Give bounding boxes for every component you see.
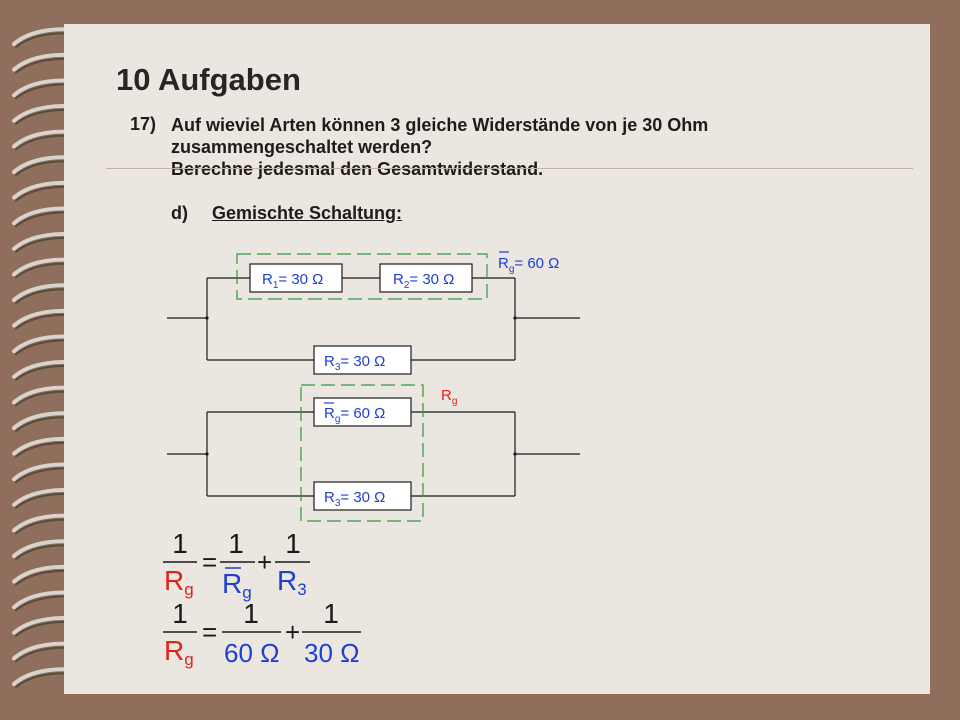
svg-text:1: 1 xyxy=(172,528,188,559)
svg-text:60 Ω: 60 Ω xyxy=(224,638,280,668)
dashed-group-r1-r2 xyxy=(236,253,488,300)
svg-text:Rg: Rg xyxy=(222,568,252,602)
svg-text:30 Ω: 30 Ω xyxy=(304,638,360,668)
svg-text:R3: R3 xyxy=(277,565,307,599)
dashed-group-parallel xyxy=(300,384,424,522)
svg-text:Rg= 60 Ω: Rg= 60 Ω xyxy=(324,405,385,425)
svg-text:1: 1 xyxy=(285,528,301,559)
svg-text:1: 1 xyxy=(172,598,188,629)
svg-text:Rg: Rg xyxy=(441,387,457,407)
part-label: d) xyxy=(171,203,188,223)
svg-text:1: 1 xyxy=(243,598,259,629)
page-title: 10 Aufgaben xyxy=(116,62,301,97)
question-text: Auf wieviel Arten können 3 gleiche Wider… xyxy=(171,114,871,180)
svg-text:R1= 30 Ω: R1= 30 Ω xyxy=(262,271,323,291)
question-number: 17) xyxy=(130,114,157,134)
svg-text:1: 1 xyxy=(323,598,339,629)
svg-text:R2= 30 Ω: R2= 30 Ω xyxy=(393,271,454,291)
svg-text:R3= 30 Ω: R3= 30 Ω xyxy=(324,489,385,509)
notebook-page xyxy=(64,24,930,694)
resistor-r3-bottom: R3= 30 Ω xyxy=(313,481,412,511)
equation-1: 1 Rg = 1 Rg + 1 R3 xyxy=(163,528,310,602)
svg-text:Rg= 60 Ω: Rg= 60 Ω xyxy=(498,255,559,275)
resistor-rg-bar: Rg= 60 Ω xyxy=(313,397,412,427)
resistor-r1: R1= 30 Ω xyxy=(249,263,343,293)
equation-2: 1 Rg = 1 60 Ω + 1 30 Ω xyxy=(163,598,361,669)
svg-text:Rg: Rg xyxy=(164,635,194,669)
question-line-3: Berechne jedesmal den Gesamtwiderstand. xyxy=(171,159,544,179)
svg-text:=: = xyxy=(202,547,217,577)
divider-line xyxy=(106,168,913,169)
svg-text:1: 1 xyxy=(228,528,244,559)
rg-label-2: Rg xyxy=(441,387,457,407)
rg-bar-label-1: Rg= 60 Ω xyxy=(498,251,559,275)
resistor-r2: R2= 30 Ω xyxy=(379,263,473,293)
svg-text:R3= 30 Ω: R3= 30 Ω xyxy=(324,353,385,373)
resistor-r3-top: R3= 30 Ω xyxy=(313,345,412,375)
part-title: Gemischte Schaltung: xyxy=(212,203,403,223)
question-line-1: Auf wieviel Arten können 3 gleiche Wider… xyxy=(171,115,709,135)
svg-text:+: + xyxy=(257,547,272,577)
svg-text:Rg: Rg xyxy=(164,565,194,599)
svg-text:+: + xyxy=(285,617,300,647)
svg-text:=: = xyxy=(202,617,217,647)
question-line-2: zusammengeschaltet werden? xyxy=(171,137,433,157)
